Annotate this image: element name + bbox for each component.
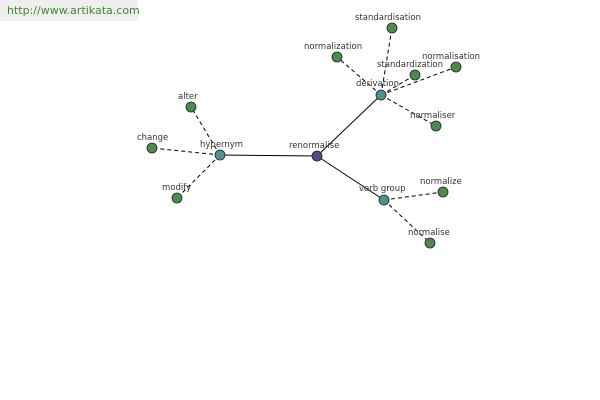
node-modify[interactable] <box>171 192 183 204</box>
edge-verb-group-normalise <box>383 199 431 244</box>
node-alter[interactable] <box>185 101 197 113</box>
node-derivation[interactable] <box>375 89 387 101</box>
node-normalise[interactable] <box>424 237 436 249</box>
node-verb-group[interactable] <box>378 194 390 206</box>
edge-hypernym-change <box>151 147 221 156</box>
node-normalize[interactable] <box>437 186 449 198</box>
node-normaliser[interactable] <box>430 120 442 132</box>
edge-derivation-standardisation <box>380 27 393 96</box>
label-normalise: normalise <box>408 228 450 238</box>
node-center[interactable] <box>311 150 323 162</box>
node-normalisation[interactable] <box>450 61 462 73</box>
edge-derivation-normalization <box>336 56 382 96</box>
node-hypernym[interactable] <box>214 149 226 161</box>
label-standardization: standardization <box>377 60 443 70</box>
label-derivation: derivation <box>356 79 399 89</box>
source-url-link[interactable]: http://www.artikata.com <box>7 4 140 17</box>
node-standardisation[interactable] <box>386 22 398 34</box>
label-normalisation: normalisation <box>422 52 480 62</box>
label-modify: modify <box>162 183 191 193</box>
edge-verb-group-normalize <box>383 191 444 201</box>
edge-center-derivation <box>316 94 382 157</box>
edge-hypernym-alter <box>190 106 221 156</box>
edge-center-hypernym <box>219 154 318 157</box>
label-hypernym: hypernym <box>200 140 243 150</box>
node-change[interactable] <box>146 142 158 154</box>
label-normaliser: normaliser <box>410 111 456 121</box>
edge-center-verb-group <box>316 155 385 201</box>
label-standardisation: standardisation <box>355 13 421 23</box>
label-center: renormalise <box>289 141 339 151</box>
edge-hypernym-modify <box>176 154 221 199</box>
label-normalize: normalize <box>420 177 462 187</box>
label-normalization: normalization <box>304 42 362 52</box>
edge-derivation-normalisation <box>380 66 457 96</box>
node-normalization[interactable] <box>331 51 343 63</box>
edge-derivation-normaliser <box>380 94 437 127</box>
label-verb-group: verb group <box>359 184 406 194</box>
node-standardization[interactable] <box>409 69 421 81</box>
label-change: change <box>137 133 168 143</box>
source-url-banner: http://www.artikata.com <box>0 0 140 21</box>
label-alter: alter <box>178 92 198 102</box>
